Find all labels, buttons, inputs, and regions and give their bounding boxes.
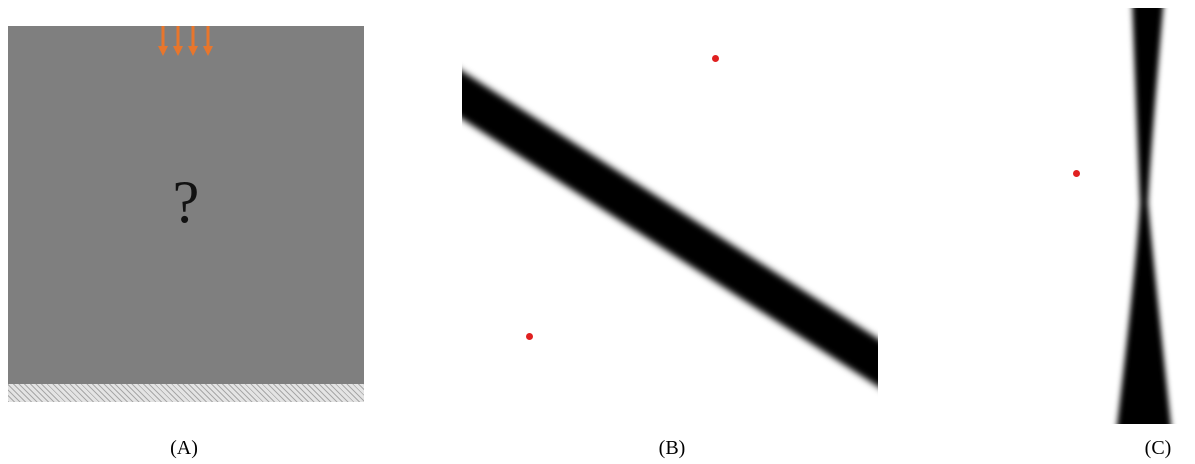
red-point-lower xyxy=(526,333,533,340)
diagonal-bar-svg xyxy=(462,70,878,387)
hourglass-column xyxy=(1117,8,1171,424)
load-arrow xyxy=(203,26,213,56)
unknown-design-symbol: ? xyxy=(172,169,200,235)
caption-a: (A) xyxy=(170,437,198,459)
diagonal-structure-panel xyxy=(462,40,878,425)
load-arrows xyxy=(158,26,213,56)
caption-c: (C) xyxy=(1144,437,1172,459)
diagonal-bar xyxy=(462,70,878,387)
hourglass-column-svg xyxy=(1117,8,1171,424)
design-domain xyxy=(8,26,364,384)
load-arrow xyxy=(188,26,198,56)
load-arrow xyxy=(158,26,168,56)
red-point-side xyxy=(1073,170,1080,177)
design-domain-panel: ? xyxy=(8,26,364,402)
red-point-upper xyxy=(712,55,719,62)
caption-b: (B) xyxy=(658,437,686,459)
hourglass-structure-panel xyxy=(1110,8,1190,424)
load-arrow xyxy=(173,26,183,56)
fixed-support-hatching xyxy=(8,384,364,402)
